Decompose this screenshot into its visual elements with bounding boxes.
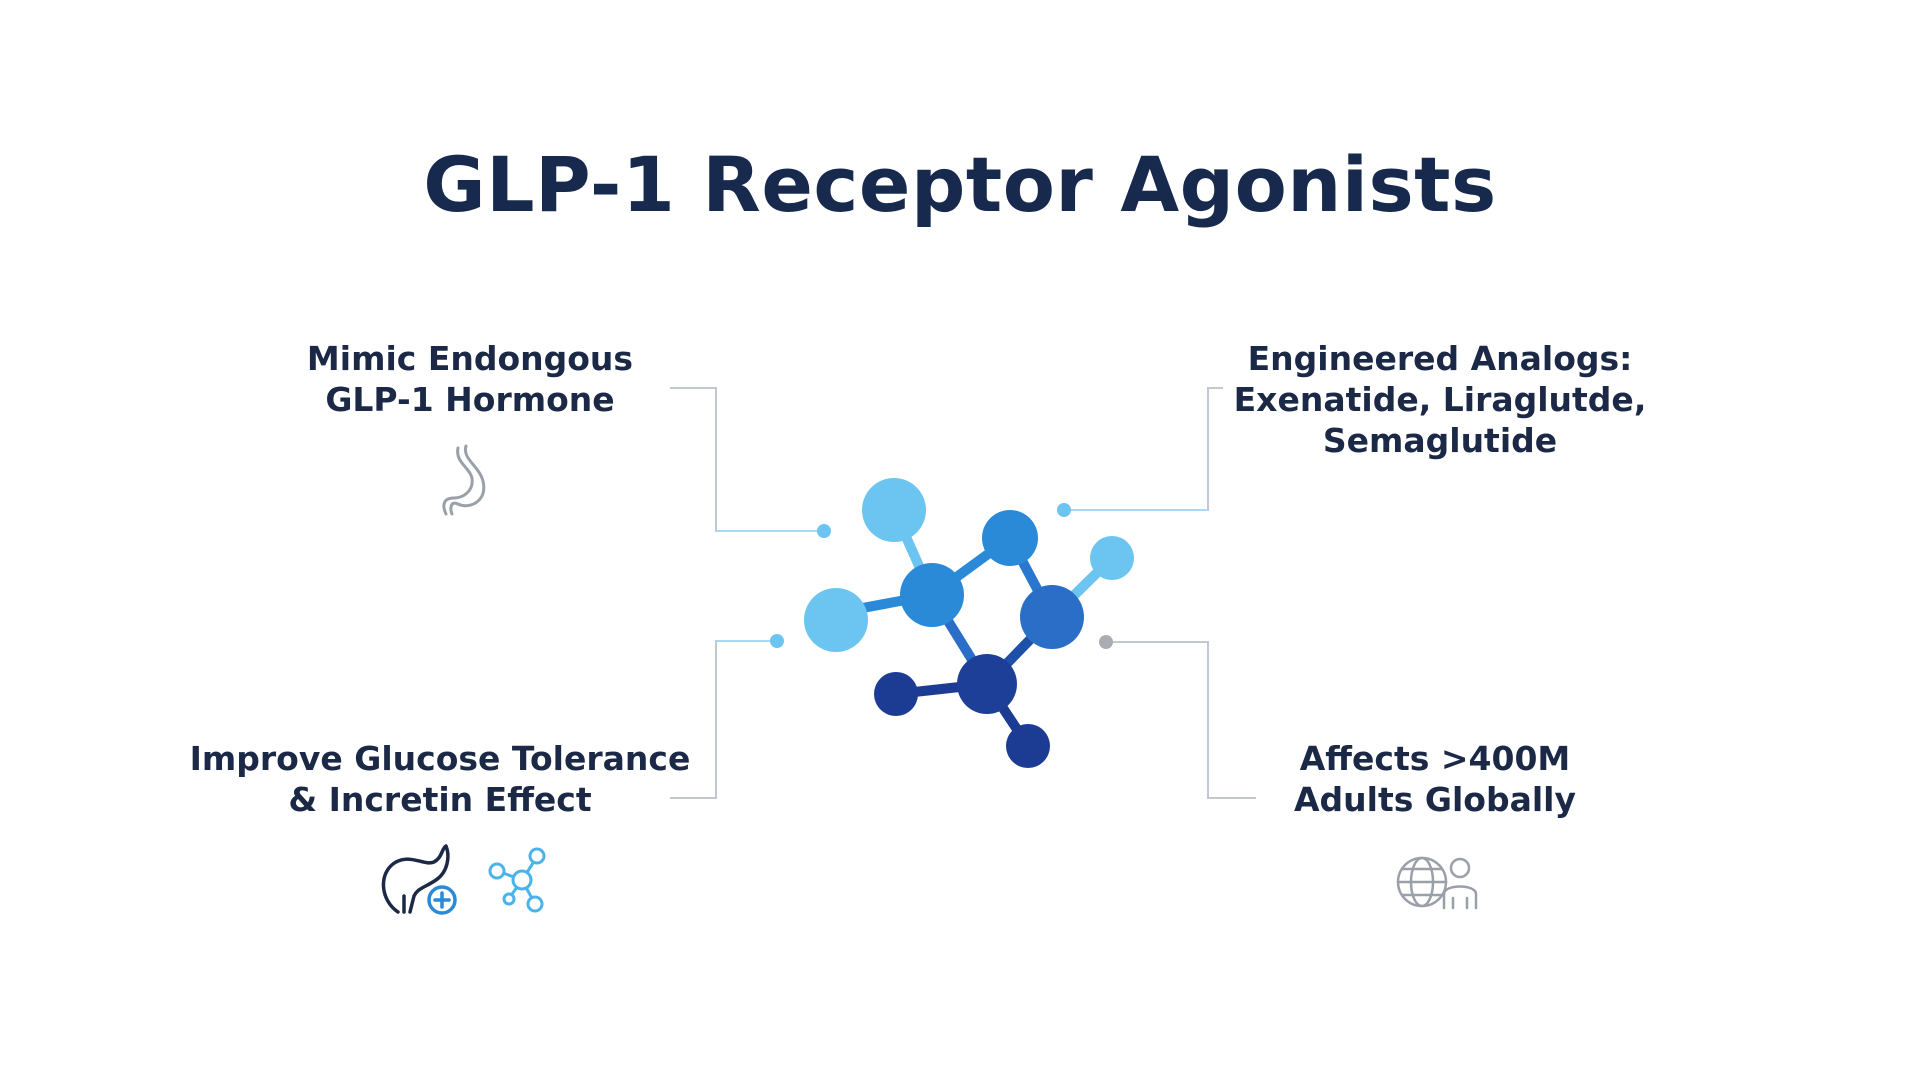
feature-line: Mimic Endongous <box>306 339 634 378</box>
connector-top-left <box>670 387 823 532</box>
feature-line: Semaglutide <box>1322 421 1558 460</box>
atom <box>1020 585 1084 649</box>
connector-top-right <box>1064 387 1223 511</box>
atom <box>874 672 918 716</box>
global-population-icon <box>1396 856 1478 910</box>
atom <box>804 588 868 652</box>
atom <box>862 478 926 542</box>
atom <box>900 563 964 627</box>
feature-label-glucose-tolerance: Improve Glucose Tolerance & Incretin Eff… <box>180 738 700 820</box>
pancreas-icon <box>381 844 457 915</box>
connector-dot-bottom-right <box>1099 635 1113 649</box>
feature-label-engineered-analogs: Engineered Analogs: Exenatide, Liraglutd… <box>1190 338 1690 461</box>
atom <box>982 510 1038 566</box>
feature-line: Improve Glucose Tolerance <box>189 739 691 778</box>
feature-line: Adults Globally <box>1294 780 1576 819</box>
feature-line: & Incretin Effect <box>288 780 592 819</box>
stomach-icon <box>442 444 486 516</box>
feature-line: Engineered Analogs: <box>1247 339 1633 378</box>
feature-line: Affects >400M <box>1299 739 1571 778</box>
molecule-icon <box>488 847 546 913</box>
atom <box>1006 724 1050 768</box>
page-title: GLP-1 Receptor Agonists <box>423 140 1497 229</box>
connector-dot-bottom-left <box>770 634 784 648</box>
feature-line: Exenatide, Liraglutde, <box>1233 380 1647 419</box>
feature-label-mimic-hormone: Mimic Endongous GLP-1 Hormone <box>270 338 670 420</box>
atom <box>1090 536 1134 580</box>
molecule-graphic <box>804 478 1134 768</box>
connector-dot-top-right <box>1057 503 1071 517</box>
connector-bottom-left <box>670 640 776 799</box>
feature-line: GLP-1 Hormone <box>325 380 615 419</box>
connector-accents <box>716 509 1208 642</box>
feature-label-global-reach: Affects >400M Adults Globally <box>1235 738 1635 820</box>
connector-dot-top-left <box>817 524 831 538</box>
atom <box>957 654 1017 714</box>
connector-bottom-right <box>1106 641 1256 799</box>
